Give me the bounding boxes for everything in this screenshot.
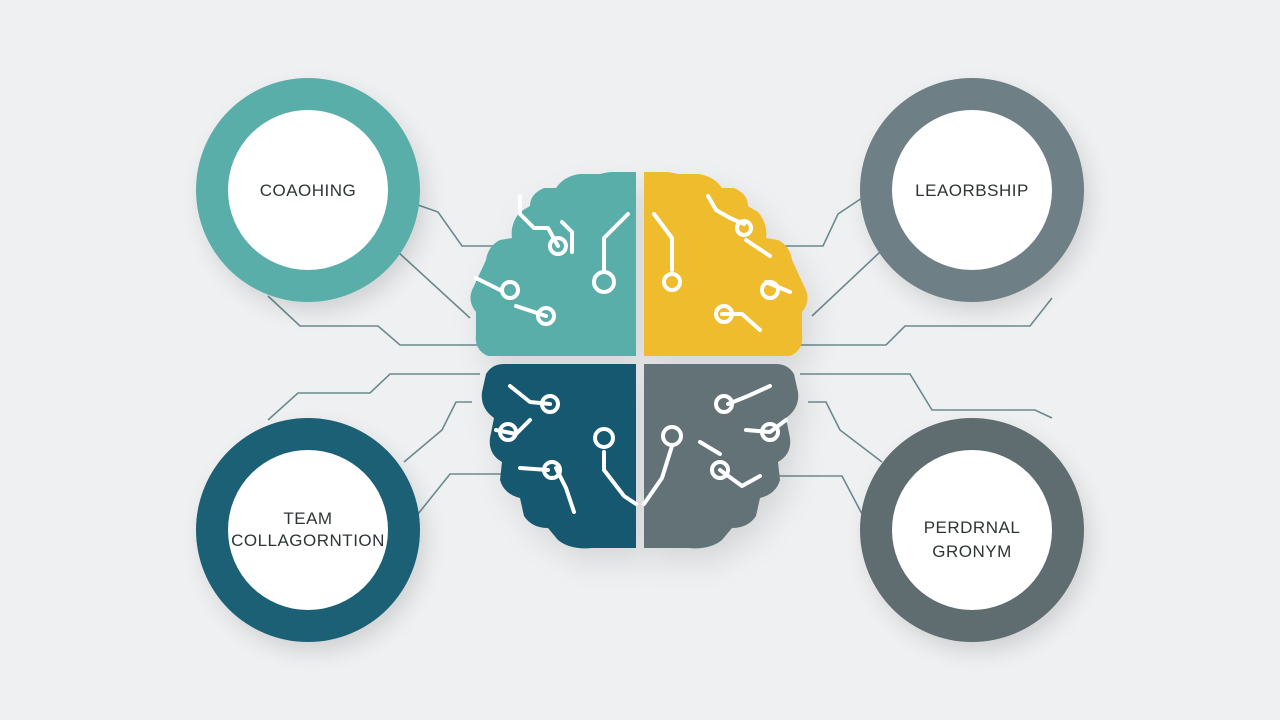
connector-line xyxy=(808,401,883,463)
node-coaching[interactable]: COAOHING xyxy=(196,78,420,302)
connector-line xyxy=(762,197,863,247)
node-team-collaboration[interactable]: TEAM COLLAGORNTION xyxy=(196,418,420,642)
connector-line xyxy=(770,475,863,515)
connector-line xyxy=(800,297,1053,346)
brain-lower-left-lobe xyxy=(481,364,636,549)
brain-upper-right-lobe xyxy=(644,172,808,356)
connector-line xyxy=(267,373,480,421)
brain-upper-left-lobe xyxy=(470,172,636,356)
node-team-label-line1: TEAM xyxy=(283,509,332,528)
node-leadership-label: LEAORBSHIP xyxy=(915,181,1029,200)
connector-line xyxy=(417,204,505,247)
node-personal-label-line2: GRONYM xyxy=(932,542,1012,561)
node-personal-label-line1: PERDRNAL xyxy=(924,518,1021,537)
connector-line xyxy=(417,473,515,515)
connector-lines xyxy=(267,197,1053,515)
connector-line xyxy=(811,251,881,317)
node-leadership[interactable]: LEAORBSHIP xyxy=(860,78,1084,302)
node-coaching-label: COAOHING xyxy=(260,181,357,200)
brain-circuit-icon xyxy=(470,172,808,549)
node-team-label-line2: COLLAGORNTION xyxy=(231,531,385,550)
connector-line xyxy=(403,401,472,463)
connector-line xyxy=(397,251,471,319)
brain-lower-right-lobe xyxy=(644,364,799,549)
node-personal-growth[interactable]: PERDRNAL GRONYM xyxy=(860,418,1084,642)
brain-circuit-nodes xyxy=(498,219,780,480)
connector-line xyxy=(267,295,482,346)
connector-line xyxy=(800,373,1053,419)
